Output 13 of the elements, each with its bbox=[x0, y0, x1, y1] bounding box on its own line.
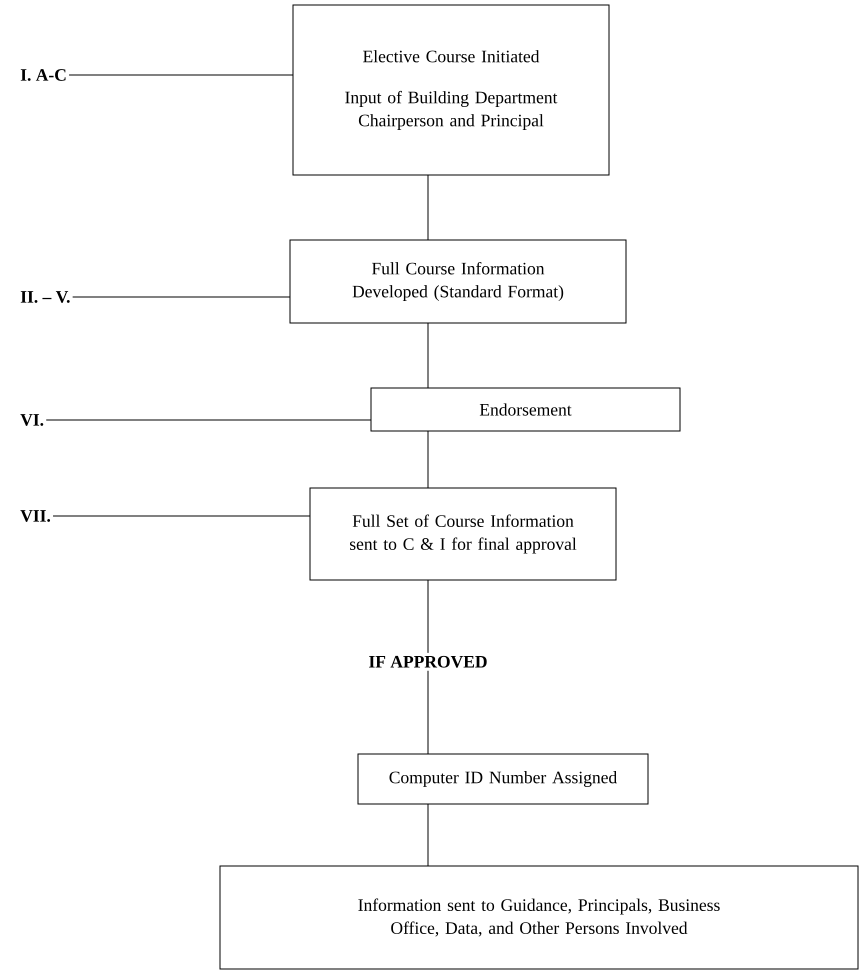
edge-label: IF APPROVED bbox=[365, 652, 491, 671]
step-label: I. A-C bbox=[20, 69, 66, 81]
process-box: Computer ID Number Assigned bbox=[358, 754, 648, 804]
step-label: VI. bbox=[20, 414, 44, 426]
step-label: VII. bbox=[20, 510, 50, 522]
process-box: Information sent to Guidance, Principals, Business Office, Data, and Other Persons Involved bbox=[220, 866, 858, 970]
process-box: Endorsement bbox=[370, 388, 680, 432]
connector-line bbox=[72, 296, 290, 298]
process-box: Elective Course Initiated Input of Building Department Chairperson and Principal bbox=[292, 4, 610, 176]
process-box: Full Set of Course Information sent to C & I for final approval bbox=[310, 488, 616, 580]
process-box: Full Course Information Developed (Standard Format) bbox=[290, 240, 626, 324]
step-label: II. – V. bbox=[20, 291, 70, 303]
connector-line bbox=[68, 74, 293, 76]
